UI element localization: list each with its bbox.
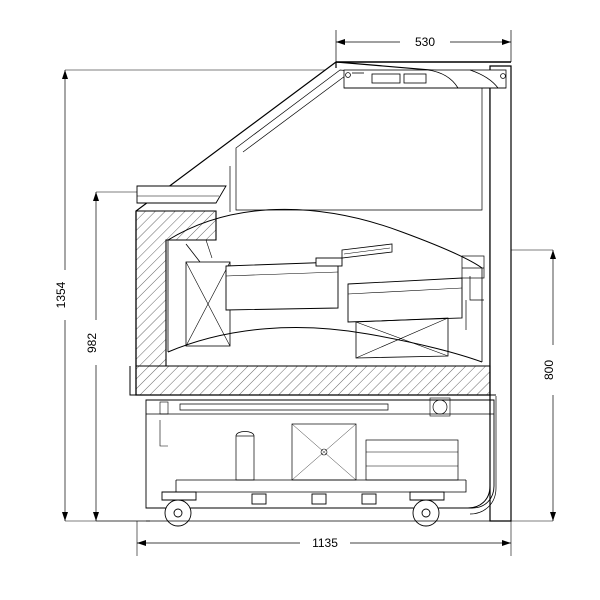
center-tray (225, 257, 343, 311)
insulated-body-hatched (129, 210, 496, 396)
shelf-plate (136, 185, 227, 204)
motor-center (320, 448, 328, 456)
rear-corner-curve-outer (469, 396, 497, 515)
deck-curve-upper (167, 208, 483, 269)
canopy-curve-bracket (427, 69, 459, 89)
rear-column (489, 65, 512, 522)
foot-center-right (361, 493, 377, 505)
canopy-lamp-left (371, 73, 401, 84)
foot-center-left (251, 493, 267, 505)
right-lower-box-cross-b (355, 317, 449, 359)
castor-right-hub (421, 508, 431, 518)
center-tray-body (225, 261, 339, 311)
left-inner-bracket (159, 420, 168, 447)
left-box-connector-2 (205, 239, 213, 259)
left-box-cross-b (185, 261, 231, 347)
upper-shelf-panel (136, 185, 227, 204)
compartment-base-frame (175, 480, 467, 493)
center-tray-handle (315, 257, 343, 267)
left-panel-top (235, 431, 255, 437)
right-tray-body (347, 277, 463, 323)
castor-right-mount (409, 491, 445, 501)
rear-lower-corner (467, 396, 497, 515)
base-outer-line (129, 366, 496, 396)
castors (146, 491, 500, 527)
deck-curve-lower (167, 327, 483, 363)
rear-corner-curve (467, 396, 491, 509)
right-tray (347, 277, 463, 323)
dim-label-982: 982 (85, 333, 99, 353)
dim-label-1354: 1354 (54, 281, 68, 308)
machine-compartment (145, 397, 495, 509)
mid-glass-shelf (341, 243, 393, 259)
left-panel-block (235, 435, 255, 481)
condenser-block (365, 439, 459, 481)
canopy-lamp-right (403, 73, 427, 84)
compartment-shelf-bar (179, 403, 389, 411)
castor-left-hub (173, 508, 183, 518)
dim-label-1135: 1135 (312, 536, 338, 550)
glass-edge-line (242, 75, 346, 153)
rear-duct-line (469, 276, 484, 301)
compartment-bracket-right (429, 397, 451, 417)
right-lower-box (355, 317, 449, 359)
motor-cross-b (291, 423, 357, 481)
right-lower-box-cross-a (355, 321, 449, 357)
canopy-curve-bracket-2 (469, 69, 499, 89)
shelf-bar-line (343, 247, 391, 255)
dim-label-800: 800 (542, 360, 556, 380)
right-tray-lip (347, 287, 463, 295)
canopy-light-unit (343, 69, 507, 89)
canopy-pivot-right (500, 73, 506, 79)
castor-left-mount (161, 491, 197, 501)
dim-label-530: 530 (415, 35, 435, 49)
rear-interior-detail (461, 255, 485, 330)
display-deck-assembly (167, 208, 483, 363)
compressor-pulley (432, 399, 448, 415)
left-box-connector (185, 243, 201, 263)
compartment-bracket-left (159, 401, 169, 415)
canopy-pivot-left (345, 72, 351, 78)
rear-vent-box (461, 255, 485, 279)
foot-center (311, 493, 327, 505)
center-tray-lip (225, 271, 339, 277)
